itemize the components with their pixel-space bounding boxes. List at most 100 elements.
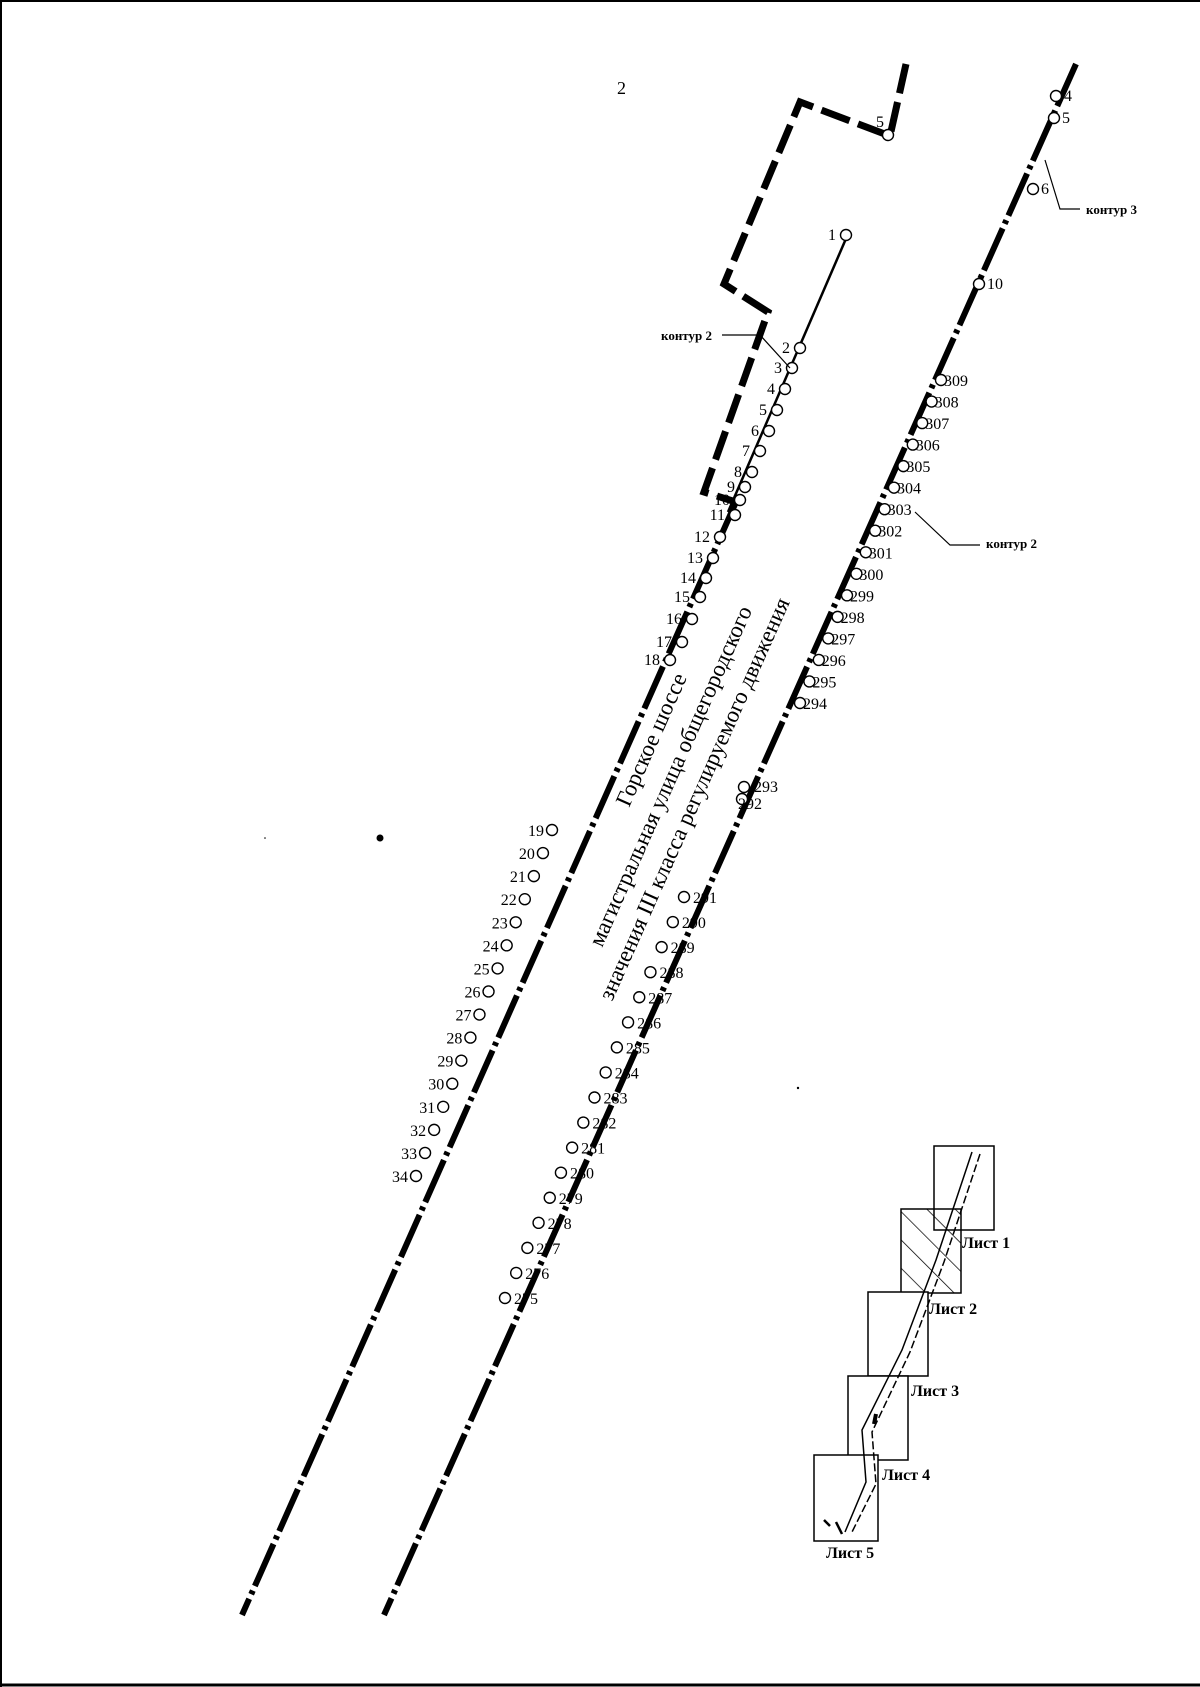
survey-point-marker <box>464 1031 477 1044</box>
survey-point-marker <box>621 1016 635 1029</box>
survey-point-marker <box>831 610 844 624</box>
survey-point-marker <box>770 403 784 417</box>
survey-point-label: 300 <box>859 567 883 584</box>
survey-point-marker <box>762 424 776 438</box>
survey-point-marker <box>881 128 895 142</box>
survey-point-marker <box>644 965 657 979</box>
survey-point-label: 6 <box>1041 181 1049 198</box>
survey-point-label: 24 <box>483 938 499 955</box>
survey-point-label: 4 <box>1064 88 1072 105</box>
survey-point-marker <box>473 1008 486 1021</box>
survey-point-label: 281 <box>581 1141 605 1158</box>
sheet-frame-1 <box>933 1145 995 1231</box>
sheet-label-3: Лист 3 <box>911 1383 959 1400</box>
survey-point-marker <box>738 480 752 494</box>
stray-dot <box>376 834 384 842</box>
callout-kontur2-right: контур 2 <box>986 536 1037 551</box>
point-labels: 1234567891011121314151617184561051920212… <box>392 88 1072 1308</box>
callout-leaders <box>722 159 1080 546</box>
survey-point-marker <box>545 823 559 837</box>
survey-point-label: 2 <box>782 340 790 357</box>
survey-point-label: 278 <box>548 1216 572 1233</box>
callout-kontur3: контур 3 <box>1086 202 1138 217</box>
survey-point-marker <box>728 508 742 522</box>
sheet-label-1: Лист 1 <box>962 1235 1010 1252</box>
survey-point-label: 301 <box>869 545 893 562</box>
survey-point-marker <box>693 590 707 604</box>
stray-dot <box>264 837 266 839</box>
sheet-index-map: Лист 1 Лист 2 Лист 3 Лист 4 Лист 5 <box>813 1145 1010 1562</box>
survey-point-marker <box>735 792 749 806</box>
survey-point-label: 4 <box>767 381 775 398</box>
survey-point-label: 1 <box>828 227 836 244</box>
survey-point-label: 293 <box>754 779 778 796</box>
survey-point-marker <box>859 546 872 559</box>
survey-point-label: 17 <box>656 634 672 651</box>
survey-point-marker <box>437 1100 450 1114</box>
survey-point-label: 15 <box>674 589 690 606</box>
survey-point-label: 20 <box>519 846 535 863</box>
survey-point-marker <box>706 551 720 565</box>
survey-point-marker <box>753 444 767 458</box>
survey-point-marker <box>840 589 854 602</box>
survey-point-marker <box>1026 182 1040 196</box>
survey-point-marker <box>906 438 919 451</box>
index-street-right <box>851 1153 981 1533</box>
survey-point-marker <box>897 459 910 473</box>
survey-point-label: 305 <box>906 459 930 476</box>
survey-point-marker <box>934 373 948 387</box>
survey-point-label: 9 <box>727 479 735 496</box>
survey-point-marker <box>972 277 986 291</box>
street-boundary-left <box>239 500 739 1617</box>
survey-point-label: 287 <box>648 990 672 1007</box>
survey-point-label: 307 <box>925 416 949 433</box>
sheet-label-4: Лист 4 <box>882 1467 930 1484</box>
point-markers <box>409 89 1063 1305</box>
survey-point-marker <box>543 1191 556 1204</box>
survey-point-label: 309 <box>944 373 968 390</box>
survey-point-label: 282 <box>592 1116 616 1133</box>
survey-point-label: 306 <box>916 438 940 455</box>
survey-point-label: 283 <box>604 1091 628 1108</box>
survey-point-marker <box>822 632 835 645</box>
survey-point-label: 26 <box>465 984 481 1001</box>
survey-point-marker <box>588 1091 601 1104</box>
survey-point-label: 295 <box>812 674 836 691</box>
survey-point-marker <box>527 869 541 883</box>
survey-point-marker <box>565 1141 579 1154</box>
survey-point-label: 5 <box>759 402 767 419</box>
survey-point-marker <box>599 1066 612 1079</box>
survey-point-marker <box>509 1266 523 1280</box>
survey-point-label: 277 <box>536 1241 560 1258</box>
survey-point-label: 23 <box>492 915 508 932</box>
survey-point-marker <box>446 1077 459 1090</box>
survey-point-label: 279 <box>559 1191 583 1208</box>
survey-point-label: 292 <box>738 796 762 813</box>
survey-point-marker <box>878 503 891 516</box>
survey-point-marker <box>685 612 699 626</box>
survey-point-marker <box>536 846 550 860</box>
survey-point-marker <box>675 635 689 649</box>
survey-point-marker <box>655 940 668 954</box>
survey-point-marker <box>733 493 747 507</box>
index-street-left <box>844 1151 973 1533</box>
survey-point-marker <box>1049 89 1063 103</box>
survey-point-label: 19 <box>528 823 544 840</box>
survey-point-marker <box>699 571 713 585</box>
survey-point-marker <box>737 780 751 794</box>
survey-point-marker <box>1047 111 1061 125</box>
survey-point-label: 288 <box>659 965 683 982</box>
survey-point-marker <box>850 567 863 580</box>
survey-point-label: 10 <box>987 276 1003 293</box>
survey-point-label: 10 <box>714 492 730 509</box>
survey-point-label: 298 <box>841 610 865 627</box>
survey-point-label: 18 <box>644 652 660 669</box>
survey-point-label: 5 <box>876 114 884 131</box>
survey-point-label: 302 <box>878 524 902 541</box>
survey-point-label: 5 <box>1062 110 1070 127</box>
survey-point-label: 8 <box>734 464 742 481</box>
survey-point-label: 14 <box>680 570 696 587</box>
survey-point-marker <box>409 1169 423 1183</box>
sheet-label-2: Лист 2 <box>929 1301 977 1318</box>
survey-point-marker <box>455 1054 468 1067</box>
